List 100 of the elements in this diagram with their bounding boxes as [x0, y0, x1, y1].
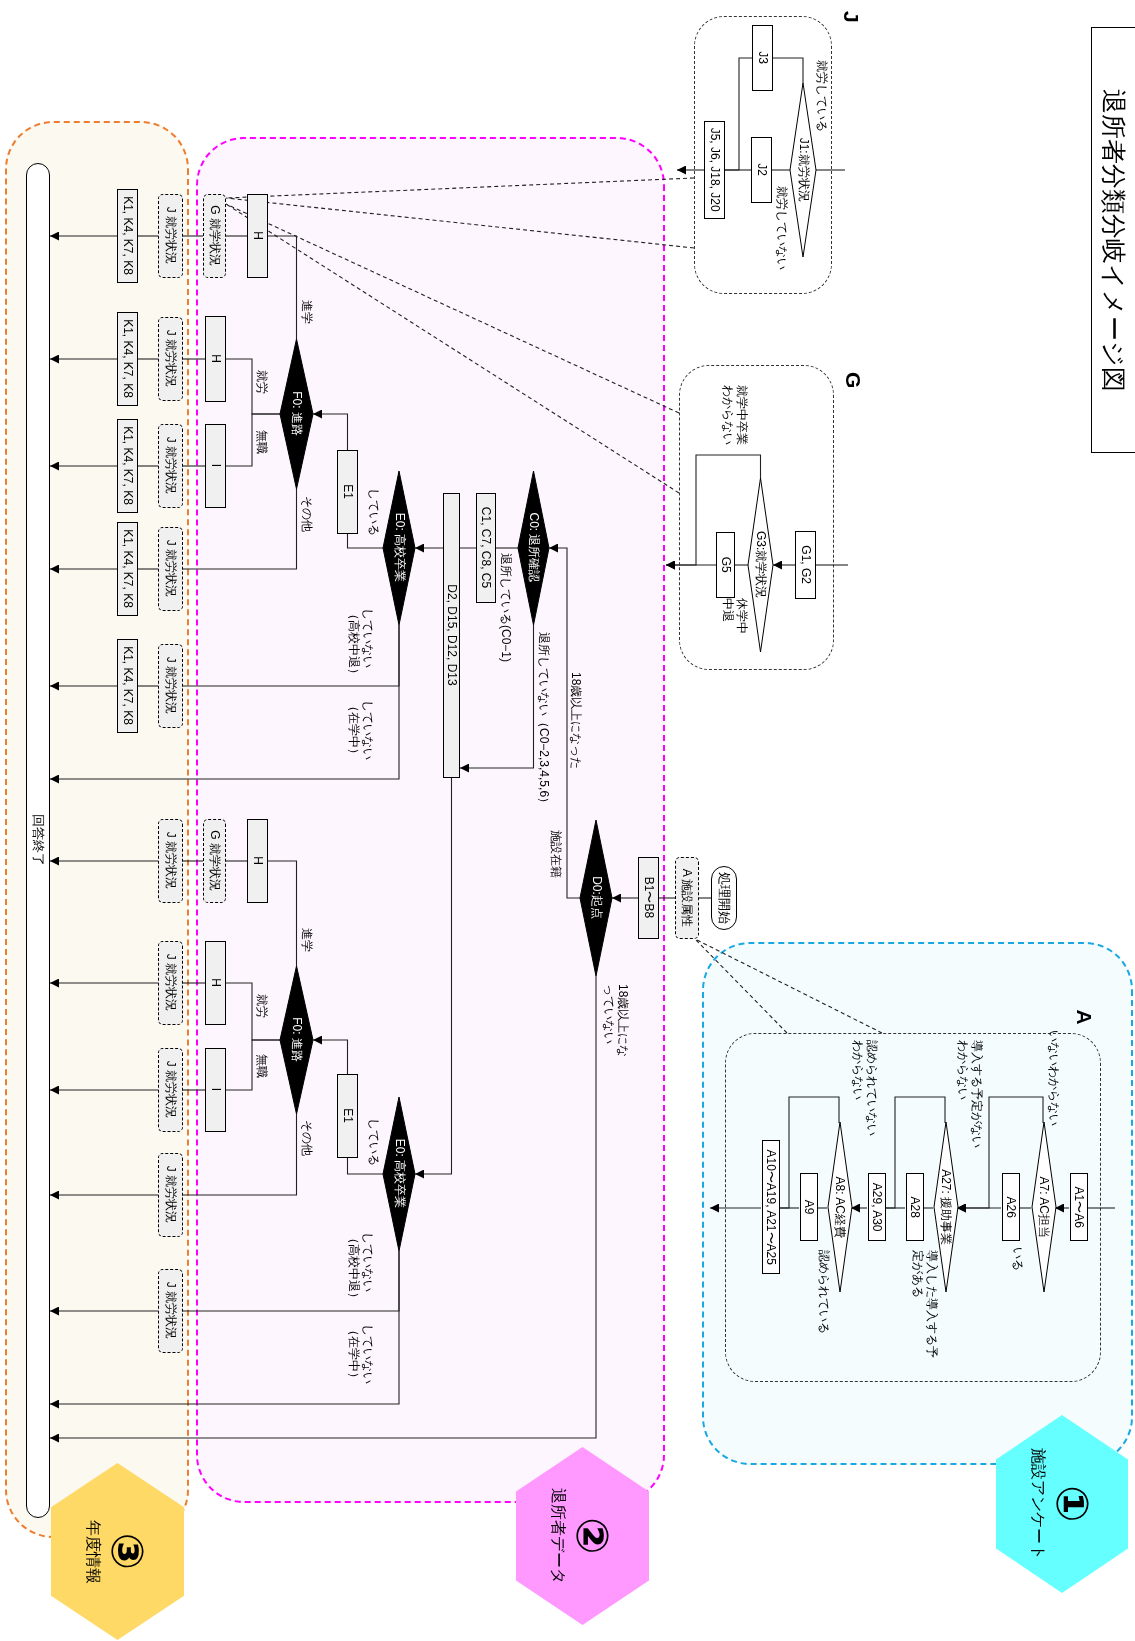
circled-number: ②: [568, 1517, 617, 1555]
edge-label: その他: [300, 1120, 314, 1156]
process-box: A29, A30: [867, 1173, 886, 1242]
arrow: [49, 354, 118, 364]
edge-label: 就労: [255, 994, 269, 1018]
edge-label: 進学: [300, 300, 314, 324]
reference-box: J 就労状況: [158, 193, 184, 278]
connector-line: [772, 57, 804, 84]
connector-line: [816, 1207, 828, 1209]
reference-box: J 就労状況: [158, 940, 184, 1025]
edge-label: 進学: [300, 928, 314, 952]
process-box: A26: [1001, 1173, 1020, 1242]
connector-line: [346, 533, 384, 549]
edge-label: 休学中中退: [721, 598, 749, 636]
connector-line: [182, 488, 298, 570]
connector-line: [1018, 1207, 1032, 1209]
process-box: K1, K4, K7, K8: [117, 418, 139, 513]
arrow: [49, 564, 118, 574]
process-box: A10〜A19, A21〜A25: [761, 1140, 780, 1275]
process-box: K1, K4, K7, K8: [117, 311, 139, 406]
connector-line: [1086, 1207, 1116, 1209]
connector-line: [698, 897, 712, 899]
process-box: H: [205, 940, 227, 1025]
end-bar: 回答終了: [26, 162, 51, 1518]
edge-label: 退所していない（C0−2,3,4,5,6）: [537, 632, 551, 810]
process-box: C1, C7, C8, C5: [476, 492, 497, 603]
connector-line: [225, 413, 281, 467]
arrow: [49, 978, 159, 988]
arrow: [611, 893, 639, 903]
edge-label: 退所している(C0−1): [499, 553, 513, 662]
leader-line: [225, 177, 695, 199]
connector-line: [225, 860, 248, 862]
section-label: 施設アンケート: [1029, 1448, 1048, 1560]
leader-line: [225, 203, 680, 414]
process-box: A9: [799, 1173, 818, 1242]
process-box: I: [205, 423, 227, 508]
connector-line: [346, 1157, 384, 1175]
connector-line: [137, 235, 159, 237]
reference-box: J 就労状況: [158, 526, 184, 611]
reference-box: J 就労状況: [158, 1152, 184, 1237]
reference-box: J 就労状況: [158, 643, 184, 728]
connector-line: [137, 358, 159, 360]
connector-line: [815, 564, 849, 566]
connector-line: [922, 1207, 934, 1209]
connector-line: [734, 564, 749, 566]
edge-label: していない（在学中）: [347, 1324, 375, 1386]
connector-line: [182, 358, 206, 360]
arrow: [49, 231, 118, 241]
reference-box: J 就労状況: [158, 1268, 184, 1353]
start-terminal: 処理開始: [711, 866, 737, 930]
process-box: K1, K4, K7, K8: [117, 188, 139, 283]
process-box: G1, G2: [795, 530, 817, 599]
arrow: [850, 1203, 868, 1213]
connector-line: [884, 1096, 946, 1209]
edge-label: 18歳以上になっていない: [602, 984, 630, 1059]
arrow: [1054, 1203, 1070, 1213]
arrow: [414, 543, 477, 553]
decision-diamond: D0:起点: [580, 819, 613, 976]
arrow: [312, 1035, 349, 1075]
connector-line: [495, 547, 519, 549]
arrow: [49, 624, 400, 784]
edge-label: していない（高校中退）: [347, 1232, 375, 1306]
connector-line: [267, 235, 298, 340]
reference-box: J 就労状況: [158, 818, 184, 903]
connector-line: [182, 235, 204, 237]
callout-heading: A: [1072, 1009, 1097, 1025]
process-box: H: [205, 315, 227, 402]
condition-label: 施設在籍: [549, 830, 563, 878]
decision-diamond: G3:就学状況: [748, 477, 774, 652]
connector-line: [267, 860, 298, 967]
arrow: [49, 856, 159, 866]
edge-label: 就労している: [815, 60, 829, 132]
connector-line: [182, 465, 206, 467]
process-box: A28: [905, 1173, 924, 1242]
hexagon-badge: [996, 1415, 1128, 1593]
arrow: [956, 1203, 1002, 1213]
decision-diamond: F0: 進路: [280, 338, 314, 489]
section-area: [702, 942, 1133, 1465]
process-box: E1: [337, 1073, 359, 1158]
arrow: [772, 560, 796, 570]
arrow: [49, 461, 118, 471]
circled-number: ①: [1048, 1485, 1096, 1523]
edge-label: 無職: [255, 1054, 269, 1078]
arrow: [414, 777, 453, 1179]
process-box: I: [205, 1047, 227, 1132]
process-box: H: [247, 818, 269, 903]
title: 退所者分類分岐イメージ図: [1091, 27, 1135, 453]
circled-number: ③: [103, 1532, 152, 1571]
section-label: 退所者データ: [549, 1488, 569, 1584]
decision-diamond: E0: 高校卒業: [383, 1096, 416, 1251]
arrow: [49, 1250, 400, 1409]
connector-line: [137, 568, 159, 570]
edge-label: 18歳以上になった: [569, 672, 583, 770]
connector-line: [137, 685, 159, 687]
edge-label: 認められていないわからない: [851, 1040, 879, 1138]
section-area: [196, 137, 665, 1503]
process-box: J3: [752, 24, 774, 91]
connector-line: [182, 982, 206, 984]
process-box: G5: [716, 531, 736, 598]
edge-label: していない（在学中）: [347, 700, 375, 762]
